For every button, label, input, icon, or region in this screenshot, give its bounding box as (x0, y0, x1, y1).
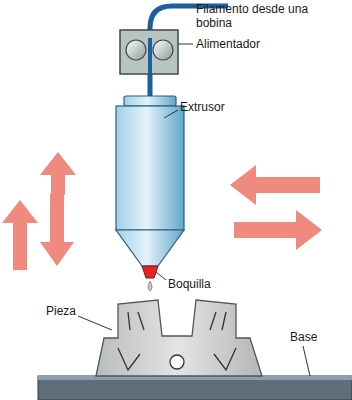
feeder-roller (126, 40, 146, 60)
extruder-cap (124, 96, 176, 106)
motion-arrow (40, 194, 74, 266)
extruder-cone (116, 230, 184, 266)
leader-line (156, 272, 166, 280)
leader-line (178, 44, 193, 45)
feeder-roller (153, 40, 173, 60)
nozzle-label: Boquilla (168, 277, 211, 291)
motion-arrow (234, 210, 322, 250)
extruder-label: Extrusor (180, 100, 225, 114)
part-hole (170, 355, 184, 369)
leader-line (303, 346, 310, 376)
part-label: Pieza (46, 304, 76, 318)
part-detail (118, 312, 236, 370)
filament-label: Filamento desde una bobina (196, 2, 314, 30)
motion-arrow (40, 152, 76, 195)
base-plate (38, 376, 352, 400)
nozzle (142, 266, 158, 278)
feeder-box (120, 30, 178, 74)
extruder-body (116, 106, 184, 230)
motion-arrow (2, 200, 38, 270)
base-label: Base (290, 330, 317, 344)
leader-line (164, 110, 178, 118)
motion-arrow (230, 165, 320, 205)
drop (148, 281, 152, 291)
leader-line (78, 316, 112, 330)
feeder-label: Alimentador (196, 37, 260, 51)
part (96, 300, 262, 376)
filament (148, 38, 152, 74)
